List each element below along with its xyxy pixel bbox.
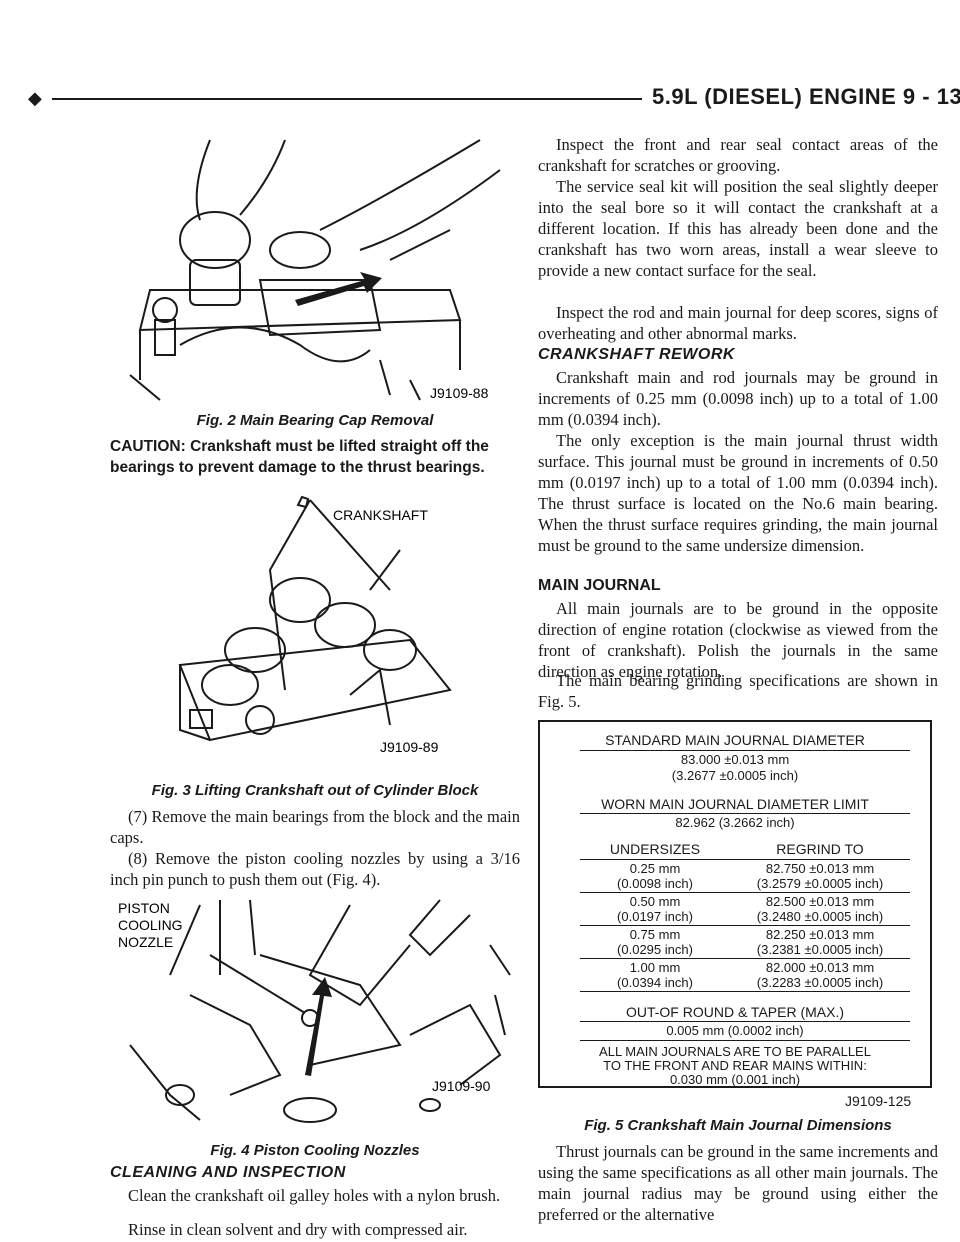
spec-worn-val: 82.962 (3.2662 inch) [675,815,795,830]
cleaning-p3: Inspect the front and rear seal contact … [538,135,938,175]
fig3-caption: Fig. 3 Lifting Crankshaft out of Cylinde… [151,782,479,799]
spec-oor-title: OUT-OF ROUND & TAPER (MAX.) [625,1004,845,1020]
spec-parallel-1: ALL MAIN JOURNALS ARE TO BE PARALLEL [599,1044,871,1059]
spec-table: STANDARD MAIN JOURNAL DIAMETER 83.000 ±0… [538,720,932,1088]
fig4-caption: Fig. 4 Piston Cooling Nozzles [210,1142,420,1159]
cleaning-p4: The service seal kit will position the s… [538,177,938,280]
spec-std-mm: 83.000 ±0.013 mm [680,752,790,767]
spec-row-3-undersize: 0.75 mm(0.0295 inch) [617,927,693,957]
fig5-caption: Fig. 5 Crankshaft Main Journal Dimension… [584,1117,892,1134]
header-bullet: ◆ [28,88,42,108]
fig4-illustration: PISTON COOLING NOZZLE J9109-90 [118,899,511,1123]
spec-row-3-regrind: 82.250 ±0.013 mm(3.2381 ±0.0005 inch) [756,927,884,957]
header-rule [52,98,642,100]
spec-row-1-regrind: 82.750 ±0.013 mm(3.2579 ±0.0005 inch) [756,861,884,891]
fig4-callout-2: COOLING [118,917,183,933]
main-journal-heading: MAIN JOURNAL [538,577,661,594]
cleaning-p1: Clean the crankshaft oil galley holes wi… [128,1186,501,1205]
spec-row-2-undersize: 0.50 mm(0.0197 inch) [617,894,693,924]
main-journal-p2: The main bearing grinding specifications… [538,671,938,711]
step-7: (7) Remove the main bearings from the bl… [110,807,520,847]
spec-worn-title: WORN MAIN JOURNAL DIAMETER LIMIT [601,796,869,812]
spec-col-undersize: UNDERSIZES [609,841,701,857]
main-journal-p1: All main journals are to be ground in th… [538,599,938,681]
step-8: (8) Remove the piston cooling nozzles by… [110,849,520,889]
spec-oor-val: 0.005 mm (0.0002 inch) [666,1023,804,1038]
fig4-label: J9109-90 [432,1078,491,1094]
rework-p2: The only exception is the main journal t… [538,431,938,555]
fig4-callout-3: NOZZLE [118,934,173,950]
spec-col-regrind: REGRIND TO [776,841,864,857]
fig3-illustration: CRANKSHAFT J9109-89 [178,495,452,755]
spec-row-4-undersize: 1.00 mm(0.0394 inch) [617,960,693,990]
spec-std-title: STANDARD MAIN JOURNAL DIAMETER [605,732,865,748]
caution-text: CAUTION: Crankshaft must be lifted strai… [110,438,489,476]
page-title: 5.9L (DIESEL) ENGINE 9 - 139 [652,84,960,109]
cleaning-heading: CLEANING AND INSPECTION [110,1164,346,1181]
fig5-label: J9109-125 [845,1093,912,1109]
fig3-callout: CRANKSHAFT [333,507,428,523]
fig2-caption: Fig. 2 Main Bearing Cap Removal [196,412,434,429]
rework-p1: Crankshaft main and rod journals may be … [538,368,938,429]
cleaning-p5: Inspect the rod and main journal for dee… [538,303,938,343]
cleaning-p2: Rinse in clean solvent and dry with comp… [128,1220,468,1239]
spec-parallel-3: 0.030 mm (0.001 inch) [669,1072,801,1087]
spec-parallel-2: TO THE FRONT AND REAR MAINS WITHIN: [603,1058,867,1073]
fig2-illustration: J9109-88 [129,139,501,401]
thrust-p1: Thrust journals can be ground in the sam… [538,1142,938,1224]
fig2-label: J9109-88 [430,385,489,401]
spec-row-2-regrind: 82.500 ±0.013 mm(3.2480 ±0.0005 inch) [756,894,884,924]
fig3-label: J9109-89 [380,739,439,755]
rework-heading: CRANKSHAFT REWORK [538,346,735,363]
spec-std-in: (3.2677 ±0.0005 inch) [671,768,799,783]
spec-row-1-undersize: 0.25 mm(0.0098 inch) [617,861,693,891]
fig4-callout-1: PISTON [118,900,170,916]
spec-row-4-regrind: 82.000 ±0.013 mm(3.2283 ±0.0005 inch) [756,960,884,990]
